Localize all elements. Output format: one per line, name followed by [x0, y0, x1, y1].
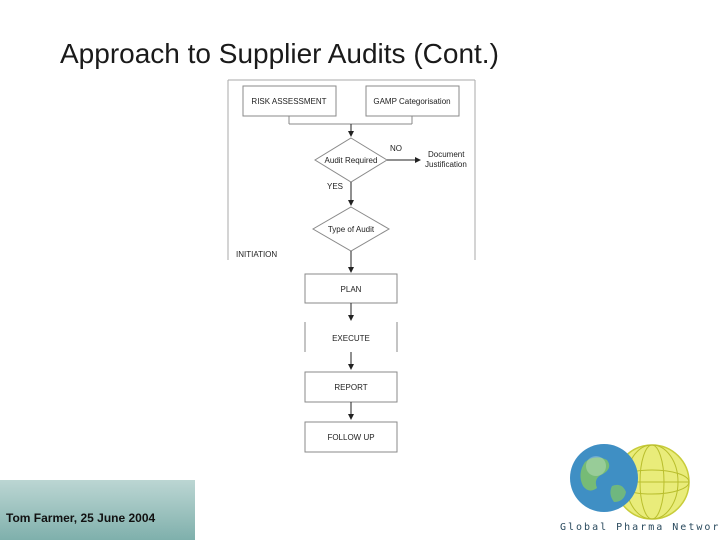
no-label: NO: [390, 144, 402, 153]
risk-assessment-label: RISK ASSESSMENT: [251, 97, 326, 106]
justification-label: Justification: [425, 160, 467, 169]
execute-box: [304, 322, 398, 352]
gamp-categorisation-box: [365, 85, 460, 117]
plan-label: PLAN: [341, 285, 362, 294]
document-label: Document: [428, 150, 465, 159]
audit-required-label: Audit Required: [325, 156, 378, 165]
type-of-audit-label: Type of Audit: [328, 225, 375, 234]
brand-name: Global Pharma Networks: [560, 522, 720, 533]
gamp-categorisation-label: GAMP Categorisation: [373, 97, 450, 106]
merge-connector: [288, 116, 413, 137]
yes-label: YES: [327, 182, 343, 191]
follow-up-box: [304, 421, 398, 453]
report-box: [304, 371, 398, 403]
execute-label: EXECUTE: [332, 334, 370, 343]
globe-logo-icon: [570, 444, 690, 520]
footer-author-date: Tom Farmer, 25 June 2004: [6, 511, 156, 525]
footer-bar: [0, 480, 195, 540]
follow-up-label: FOLLOW UP: [327, 433, 374, 442]
plan-box: [304, 273, 398, 304]
initiation-panel: [227, 79, 476, 260]
slide-title: Approach to Supplier Audits (Cont.): [60, 38, 499, 69]
report-label: REPORT: [334, 383, 367, 392]
initiation-label: INITIATION: [236, 250, 277, 259]
